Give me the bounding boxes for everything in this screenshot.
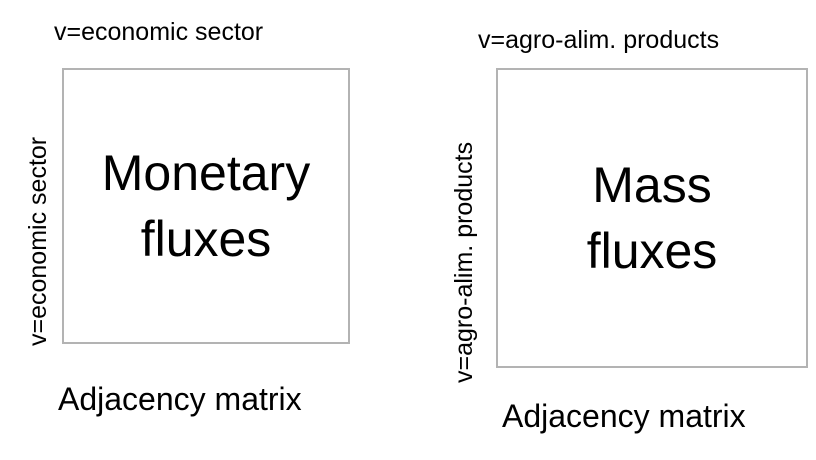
- matrix-title-line-1: Mass: [592, 157, 712, 213]
- matrix-title-line-1: Monetary: [101, 145, 311, 201]
- adjacency-matrix-box: Mass fluxes: [496, 68, 808, 368]
- column-axis-label: v=agro-alim. products: [478, 26, 720, 54]
- matrix-title: Mass fluxes: [587, 152, 718, 284]
- mass-fluxes-panel: v=agro-alim. products v=agro-alim. produ…: [410, 0, 816, 460]
- matrix-title-line-2: fluxes: [140, 211, 272, 267]
- matrix-title: Monetary fluxes: [102, 140, 310, 272]
- adjacency-matrix-box: Monetary fluxes: [62, 68, 350, 344]
- row-axis-label: v=agro-alim. products: [450, 141, 478, 383]
- matrix-caption: Adjacency matrix: [58, 381, 302, 417]
- column-axis-label: v=economic sector: [54, 18, 264, 46]
- row-axis-label: v=economic sector: [24, 136, 52, 346]
- matrix-title-line-2: fluxes: [586, 223, 718, 279]
- matrix-caption: Adjacency matrix: [502, 398, 746, 434]
- monetary-fluxes-panel: v=economic sector v=economic sector Mone…: [0, 0, 400, 460]
